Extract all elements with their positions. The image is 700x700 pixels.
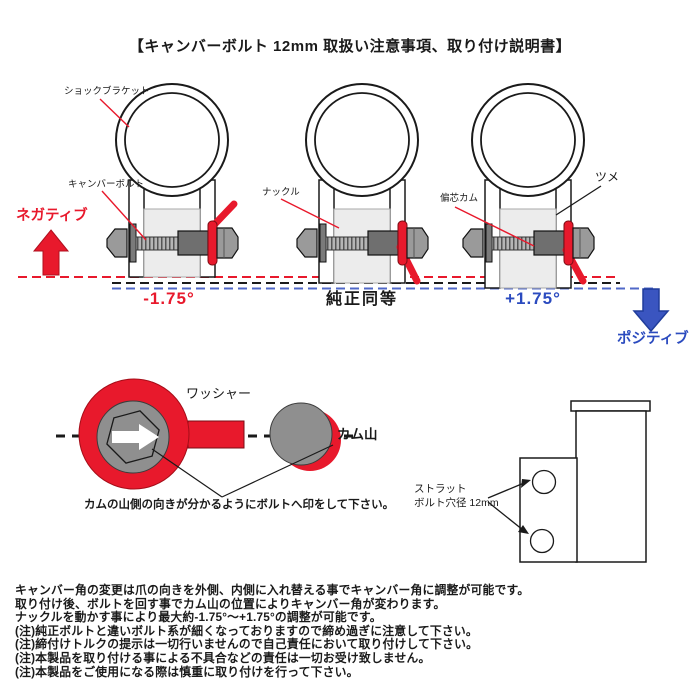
cam-peak-label: カム山 [337,427,378,442]
assembly-negative [106,83,239,278]
angle-negative: -1.75° [143,289,195,308]
assembly-stock [296,83,429,285]
shock-bracket-label: ショックブラケット [64,86,150,97]
leader-lines [99,98,602,247]
knuckle-label: ナックル [262,187,300,198]
note-line: (注)純正ボルトと違いボルト系が細くなっておりますので締め過ぎに注意して下さい。 [15,623,478,638]
negative-up-arrow [32,229,70,276]
washer-caption: カムの山側の向きが分かるようにボルトへ印をして下さい。 [84,499,395,511]
washer-label: ワッシャー [186,386,252,401]
positive-label: ポジティブ [617,331,689,347]
camber-bolt-label: キャンバーボルト [68,179,145,190]
eccentric-cam-label: 偏芯カム [440,193,479,204]
assembly-positive [462,83,595,289]
angle-stock: 純正同等 [325,291,398,308]
note-line: ナックルを動かす事により最大約-1.75°～+1.75°の調整が可能です。 [15,610,382,625]
note-line: (注)本製品をご使用になる際は慎重に取り付けを行って下さい。 [15,664,359,679]
note-line: キャンバー角の変更は爪の向きを外側、内側に入れ替える事でキャンバー角に調整が可能… [15,583,530,597]
strut-label-line1: ストラット [414,483,467,495]
negative-label: ネガティブ [16,208,88,224]
note-line: 取り付け後、ボルトを回す事でカム山の位置によりキャンバー角が変わります。 [15,596,446,611]
washer-front-view [56,378,360,498]
note-line: (注)本製品を取り付ける事による不具合などの責任は一切お受け致しません。 [15,650,431,665]
page-title: 【キャンバーボルト 12mm 取扱い注意事項、取り付け説明書】 [128,38,572,55]
angle-positive: +1.75° [505,289,561,308]
positive-down-arrow [632,288,670,333]
strut-label-line2: ボルト穴径 12mm [414,497,499,509]
notes-block: キャンバー角の変更は爪の向きを外側、内側に入れ替える事でキャンバー角に調整が可能… [15,583,530,679]
strut-view [487,400,651,563]
claw-label: ツメ [595,170,620,184]
note-line: (注)締付けトルクの提示は一切行いませんので自己責任において取り付けして下さい。 [15,637,479,652]
